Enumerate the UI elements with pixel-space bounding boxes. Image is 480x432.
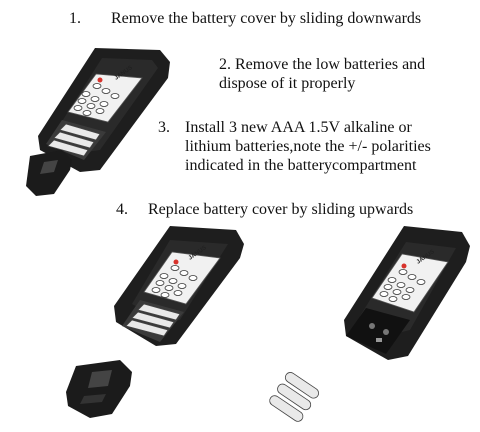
- batteries-installed: [47, 123, 101, 157]
- led-red-icon: [401, 263, 407, 269]
- step-4-number: 4.: [116, 201, 128, 218]
- batteries-installed: [125, 303, 181, 337]
- step-2-line2: dispose of it properly: [219, 75, 356, 92]
- step-2-line1: Remove the low batteries and: [235, 56, 426, 73]
- battery-cover-icon: [66, 360, 132, 418]
- step-1-number: 1.: [69, 10, 81, 27]
- step-3-line3: indicated in the batterycompartment: [185, 157, 417, 174]
- remote-control-icon: JANUS: [344, 226, 470, 360]
- step-3-line1: Install 3 new AAA 1.5V alkaline or: [185, 119, 412, 136]
- step-2-number: 2.: [219, 56, 231, 73]
- step-4: 4. Replace battery cover by sliding upwar…: [116, 200, 413, 219]
- empty-battery-compartment: [346, 308, 410, 354]
- battery-cover-icon: [26, 150, 72, 196]
- led-red-icon: [97, 77, 103, 83]
- remote-control-icon: JANUS: [114, 226, 244, 346]
- remote-control-icon: JANUS: [38, 48, 170, 172]
- led-red-icon: [173, 259, 179, 265]
- step-3-number: 3.: [158, 119, 170, 136]
- step-4-text: Replace battery cover by sliding upwards: [148, 201, 414, 218]
- loose-batteries-icon: [269, 372, 319, 422]
- step-2: 2. Remove the low batteries and dispose …: [219, 55, 425, 93]
- step-3: 3. Install 3 new AAA 1.5V alkaline or lit…: [158, 118, 431, 175]
- step-1-text: Remove the battery cover by sliding down…: [111, 10, 422, 27]
- step-3-line2: lithium batteries,note the +/- polaritie…: [185, 138, 431, 155]
- step-1: 1. Remove the battery cover by sliding do…: [69, 9, 421, 28]
